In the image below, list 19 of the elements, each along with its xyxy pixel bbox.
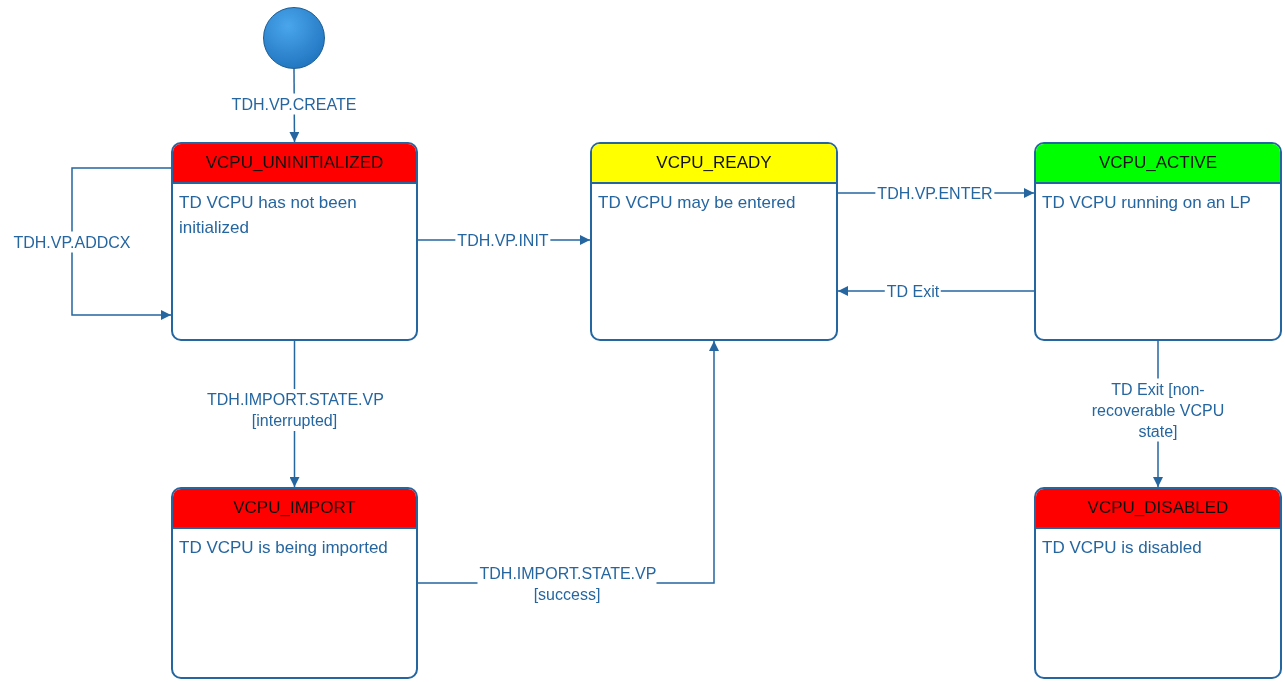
state-name: VCPU_ACTIVE [1036, 144, 1280, 184]
state-description: TD VCPU may be entered [597, 192, 797, 214]
state-name: VCPU_IMPORT [173, 489, 416, 529]
state-description: TD VCPU has not been initialized [178, 192, 358, 239]
state-box [171, 487, 418, 679]
state-box [1034, 142, 1282, 341]
state-description: TD VCPU is disabled [1041, 537, 1203, 559]
edge-label: TDH.IMPORT.STATE.VP [interrupted] [205, 389, 384, 431]
state-name: VCPU_READY [592, 144, 836, 184]
state-description: TD VCPU running on an LP [1041, 192, 1252, 214]
state-box [171, 142, 418, 341]
state-name: VCPU_UNINITIALIZED [173, 144, 416, 184]
state-description: TD VCPU is being imported [178, 537, 389, 559]
state-box [590, 142, 838, 341]
transition-arrow [71, 167, 172, 320]
state-box [1034, 487, 1282, 679]
state-name: VCPU_DISABLED [1036, 489, 1280, 529]
edge-label: TDH.VP.CREATE [229, 93, 359, 115]
edge-label: TDH.VP.ADDCX [11, 231, 133, 253]
